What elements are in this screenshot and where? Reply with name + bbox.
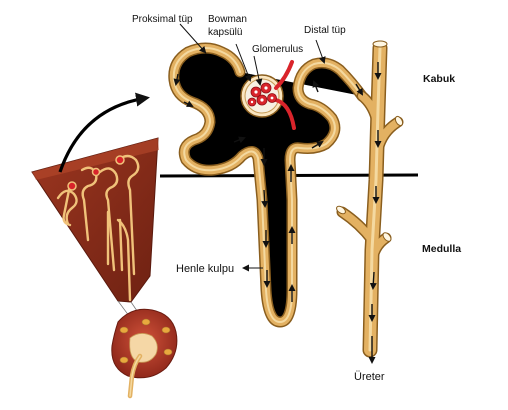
distal-tubule-label: Distal tüp bbox=[304, 25, 346, 36]
glomerulus-icon bbox=[247, 60, 296, 130]
ureter-label: Üreter bbox=[354, 371, 385, 383]
medulla-label: Medulla bbox=[422, 243, 461, 255]
nephron bbox=[174, 40, 404, 364]
bowman-label-line1: Bowman bbox=[208, 14, 247, 25]
bowman-label-line2: kapsülü bbox=[208, 27, 242, 38]
cortex-label: Kabuk bbox=[423, 73, 455, 85]
glomerulus-pointer bbox=[253, 55, 263, 86]
bowman-pointer bbox=[235, 43, 252, 82]
proximal-tubule-label: Proksimal tüp bbox=[132, 14, 193, 25]
distal-pointer bbox=[315, 39, 326, 64]
proximal-pointer bbox=[179, 23, 207, 54]
glomerulus-label: Glomerulus bbox=[252, 44, 303, 55]
henle-loop-label: Henle kulpu bbox=[176, 263, 234, 275]
tissue-wedge bbox=[31, 137, 159, 303]
zoom-arrow bbox=[58, 92, 150, 173]
kidney-icon bbox=[111, 308, 178, 399]
